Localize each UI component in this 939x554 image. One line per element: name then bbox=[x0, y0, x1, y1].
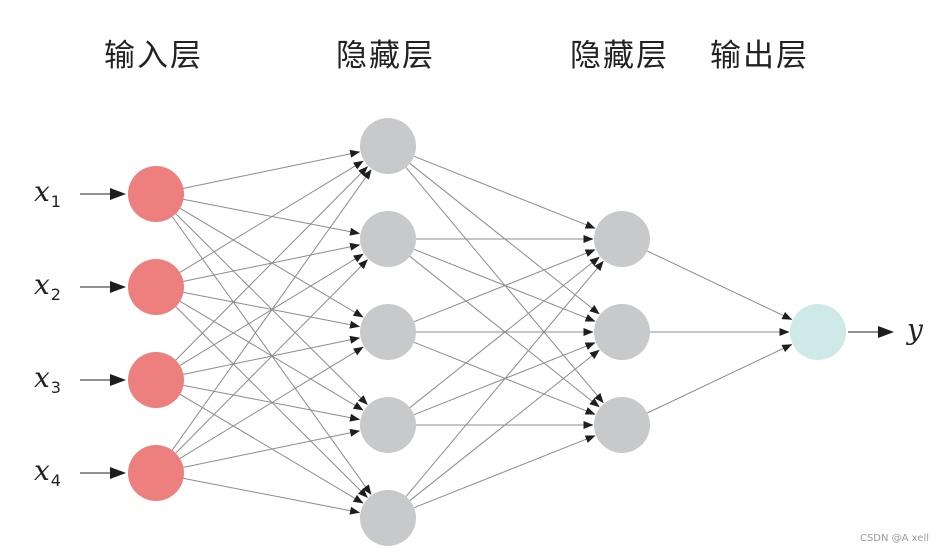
edge-l0-2-0 bbox=[175, 166, 368, 361]
output-label-y: y bbox=[907, 313, 923, 346]
input-layer-title: 输入层 bbox=[104, 38, 203, 74]
hidden2-node-2 bbox=[594, 304, 650, 360]
edge-l2-0-0 bbox=[647, 250, 793, 321]
edge-l0-3-2 bbox=[179, 346, 364, 459]
input-label-x4: x4 bbox=[34, 454, 61, 490]
edge-l0-0-0 bbox=[183, 149, 361, 189]
hidden-layer-2-title: 隐藏层 bbox=[570, 38, 669, 74]
hidden-layer-1-title: 隐藏层 bbox=[336, 38, 435, 74]
input-node-4 bbox=[128, 445, 184, 501]
edge-l1-3-0 bbox=[409, 256, 600, 408]
watermark: CSDN @A xell bbox=[859, 533, 929, 544]
hidden2-node-1 bbox=[594, 211, 650, 267]
output-layer-title: 输出层 bbox=[710, 38, 809, 74]
input-label-x3: x3 bbox=[34, 361, 61, 397]
hidden1-node-5 bbox=[360, 490, 416, 546]
hidden1-node-4 bbox=[360, 397, 416, 453]
edge-l0-3-0 bbox=[171, 169, 372, 451]
hidden1-node-3 bbox=[360, 304, 416, 360]
edge-l1-4-0 bbox=[405, 260, 604, 497]
input-node-2 bbox=[128, 259, 184, 315]
edge-l2-2-0 bbox=[647, 343, 793, 414]
hidden2-node-3 bbox=[594, 397, 650, 453]
input-label-x2: x2 bbox=[34, 268, 61, 304]
output-node-1 bbox=[790, 304, 846, 360]
hidden1-node-1 bbox=[360, 118, 416, 174]
edge-l1-4-1 bbox=[409, 349, 600, 501]
input-node-3 bbox=[128, 352, 184, 408]
input-label-x1: x1 bbox=[34, 175, 61, 211]
input-node-1 bbox=[128, 166, 184, 222]
edge-l0-3-3 bbox=[183, 428, 361, 468]
edge-l1-0-0 bbox=[413, 155, 596, 229]
edge-l0-3-1 bbox=[175, 259, 368, 454]
edge-l1-2-0 bbox=[413, 249, 596, 323]
hidden1-node-2 bbox=[360, 211, 416, 267]
edge-l0-1-0 bbox=[179, 160, 364, 273]
edge-l0-3-4 bbox=[183, 477, 361, 515]
edge-l1-4-2 bbox=[413, 435, 596, 509]
